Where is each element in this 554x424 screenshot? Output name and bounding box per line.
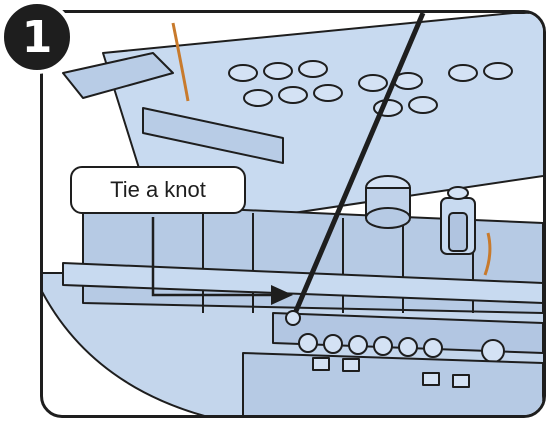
ship-deck-illustration bbox=[43, 13, 546, 418]
step-number-badge: 1 bbox=[0, 0, 74, 74]
instruction-panel bbox=[40, 10, 546, 418]
tie-knot-callout: Tie a knot bbox=[70, 166, 246, 214]
